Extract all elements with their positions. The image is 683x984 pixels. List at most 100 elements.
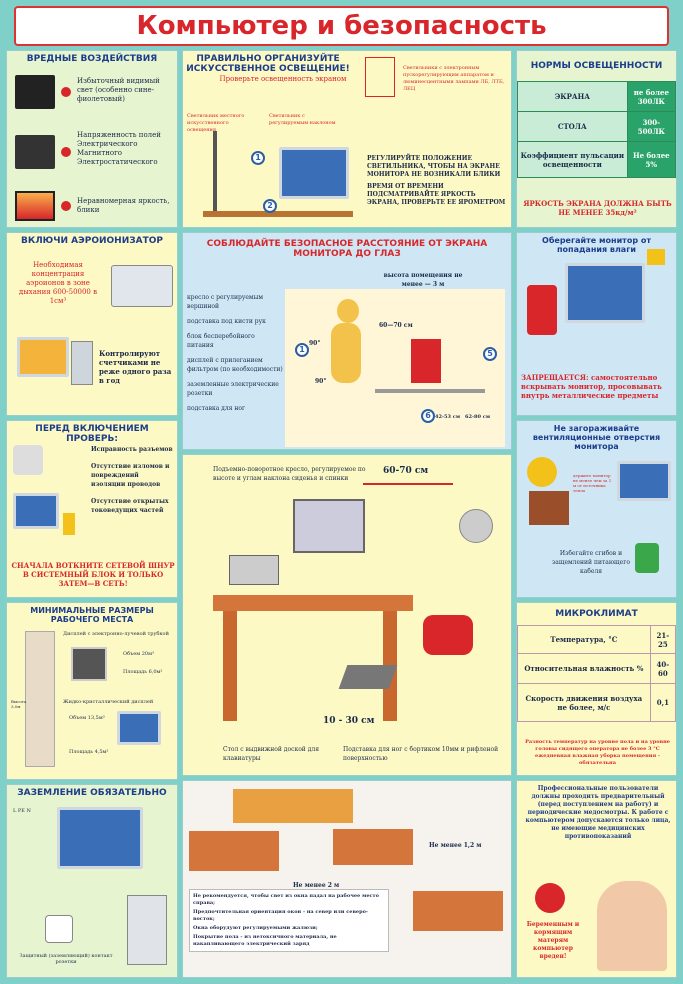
- marker-1: 1: [295, 343, 309, 357]
- medical-text: Профессиональные пользователи должны про…: [525, 785, 671, 840]
- list-item: Отсутствие открытых токоведущих частей: [91, 498, 169, 514]
- warning-dot-icon: [61, 87, 71, 97]
- harmful-item-1: Избыточный видимый свет (особенно сине-ф…: [77, 77, 160, 103]
- marker-1: 1: [251, 151, 265, 165]
- list-item: дисплей с прилеганием фильтром (по необх…: [187, 357, 283, 373]
- marker-2: 2: [263, 199, 277, 213]
- ground-panel: ЗАЗЕМЛЕНИЕ ОБЯЗАТЕЛЬНО L PE N Защитный (…: [6, 784, 178, 978]
- lighting-note-top: Светильники с электронным пускорегулирую…: [403, 65, 505, 92]
- vent-warn: держите монитор не менее чем за 1 м от и…: [573, 473, 612, 493]
- vent-panel: Не загораживайте вентиляционные отверсти…: [516, 420, 677, 598]
- ionizer-heading: ВКЛЮЧИ АЭРОИОНИЗАТОР: [20, 236, 163, 246]
- system-unit-icon: [127, 895, 167, 965]
- before-heading: ПЕРЕД ВКЛЮЧЕНИЕМ ПРОВЕРЬ:: [35, 424, 149, 444]
- list-item: Не рекомендуется, чтобы свет из окна пад…: [193, 893, 379, 906]
- ionizer-text-1: Необходимая концентрация аэроионов в зон…: [18, 261, 98, 305]
- office-panel: Не менее 1,2 м Не менее 2 м Не рекоменду…: [182, 780, 512, 978]
- marker-5: 5: [483, 347, 497, 361]
- workplace-crt-volume: Объем 20м³: [123, 651, 154, 657]
- list-item: Покрытие пола - из нетоксичного материал…: [193, 934, 337, 947]
- lighting-bullet-1: РЕГУЛИРУЙТЕ ПОЛОЖЕНИЕ СВЕТИЛЬНИКА, ЧТОБЫ…: [367, 155, 501, 178]
- distance-bottom-label: 10 - 30 см: [323, 716, 375, 726]
- norms-heading: НОРМЫ ОСВЕЩЕННОСТИ: [530, 61, 663, 71]
- list-item: блок бесперебойного питания: [187, 333, 255, 349]
- medical-panel: Профессиональные пользователи должны про…: [516, 780, 677, 978]
- angle-label: 90°: [315, 378, 327, 385]
- chair-label: Подъемно-поворотное кресло, регулируемое…: [213, 466, 366, 482]
- high-voltage-icon: [647, 249, 665, 265]
- person-figure: [331, 323, 361, 383]
- list-item: Окна оборудуют регулируемыми жалюзи;: [193, 925, 318, 931]
- ionizer-text-2: Контролируют счетчиками не реже одного р…: [99, 349, 172, 385]
- lighting-subheading: Проверьте освещенность экраном: [219, 75, 347, 83]
- lighting-note-left: Светильник местного искусственного освещ…: [187, 113, 245, 133]
- list-item: подставка для ног: [187, 405, 246, 412]
- height-label: высота помещения не менее — 3 м: [383, 272, 463, 288]
- harmful-item-3: Неравномерная яркость, блики: [77, 197, 170, 214]
- monitor-icon: [17, 337, 69, 377]
- battery-icon: [635, 543, 659, 573]
- workplace-lcd-volume: Объем 13,5м³: [69, 715, 105, 721]
- office-measure-1: Не менее 1,2 м: [429, 842, 482, 849]
- footrest-icon: [338, 665, 398, 689]
- workplace-crt: Дисплей с электронно-лучевой трубкой: [63, 631, 169, 637]
- vent-heading: Не загораживайте вентиляционные отверсти…: [532, 424, 661, 451]
- distance-panel: СОБЛЮДАЙТЕ БЕЗОПАСНОЕ РАССТОЯНИЕ ОТ ЭКРА…: [182, 232, 512, 450]
- desk-line: [375, 389, 485, 393]
- prohibited-icon: [535, 883, 565, 913]
- angle-label: 90°: [309, 340, 321, 347]
- room-wall: [25, 631, 55, 767]
- monitor-icon: [57, 807, 143, 869]
- desk-top: [213, 595, 413, 611]
- desk-icon: [413, 891, 503, 931]
- crt-monitor-icon: [71, 647, 107, 681]
- ground-heading: ЗАЗЕМЛЕНИЕ ОБЯЗАТЕЛЬНО: [17, 788, 167, 798]
- person-head: [337, 299, 359, 323]
- before-panel: ПЕРЕД ВКЛЮЧЕНИЕМ ПРОВЕРЬ: Исправность ра…: [6, 420, 178, 598]
- warning-dot-icon: [61, 147, 71, 157]
- lighting-bullet-2: ВРЕМЯ ОТ ВРЕМЕНИ ПОДСМАТРИВАЙТЕ ЯРКОСТЬ …: [367, 183, 506, 206]
- table-label: Стол с выдвижной доской для клавиатуры: [223, 746, 319, 762]
- norms-footer: ЯРКОСТЬ ЭКРАНА ДОЛЖНА БЫТЬ НЕ МЕНЕЕ 35кд…: [523, 199, 672, 217]
- crt-monitor-icon: [293, 499, 365, 553]
- desk-icon: [333, 829, 413, 865]
- sun-icon: [527, 457, 557, 487]
- desk-leg: [223, 611, 237, 721]
- monitor-glare-icon: [15, 191, 55, 221]
- micro-note: Разность температур на уровне пола и на …: [525, 739, 670, 766]
- harmful-panel: ВРЕДНЫЕ ВОЗДЕЙСТВИЯ Избыточный видимый с…: [6, 50, 178, 228]
- marker-6: 6: [421, 409, 435, 423]
- window-blinds-icon: [233, 789, 353, 823]
- socket-icon: [45, 915, 73, 943]
- lamp-stand: [213, 131, 217, 211]
- ground-socket: Защитный (заземляющий) контакт розетки: [19, 953, 113, 965]
- workplace-lcd: Жидко-кристаллический дисплей: [63, 699, 154, 705]
- list-item: заземленные электрические розетки: [187, 381, 279, 397]
- desk-surface: [203, 211, 353, 217]
- moisture-heading: Оберегайте монитор от попадания влаги: [542, 236, 651, 254]
- distance-top-label: 60-70 см: [383, 466, 429, 476]
- desk-icon: [189, 831, 279, 871]
- lighting-note-right: Светильник с регулируемым наклоном: [269, 113, 336, 126]
- distance-arrow: [363, 483, 453, 485]
- system-unit-icon: [71, 341, 93, 385]
- lighting-heading: ПРАВИЛЬНО ОРГАНИЗУЙТЕ ИСКУССТВЕННОЕ ОСВЕ…: [186, 54, 350, 74]
- workplace-crt-floor: Площадь 6,0м²: [123, 669, 163, 675]
- ground-pe: L PE N: [13, 808, 31, 814]
- desk-panel: Подъемно-поворотное кресло, регулируемое…: [182, 454, 512, 776]
- lighting-panel: ПРАВИЛЬНО ОРГАНИЗУЙТЕ ИСКУССТВЕННОЕ ОСВЕ…: [182, 50, 512, 228]
- list-item: Отсутствие изломов и повреждений изоляци…: [91, 463, 170, 488]
- list-item: кресло с регулируемым вершиной: [187, 294, 264, 310]
- lightning-icon: [63, 513, 75, 535]
- footrest-label: Подставка для ног с бортиком 10мм и рифл…: [343, 746, 499, 762]
- liquid-can-icon: [527, 285, 557, 335]
- medical-pregnant: Беременным и кормящим матерям компьютер …: [526, 921, 580, 960]
- monitor-field-icon: [15, 135, 55, 169]
- list-item: Предпочтительная ориентация окон - на се…: [193, 909, 369, 922]
- before-items: Исправность разъемов Отсутствие изломов …: [91, 445, 175, 515]
